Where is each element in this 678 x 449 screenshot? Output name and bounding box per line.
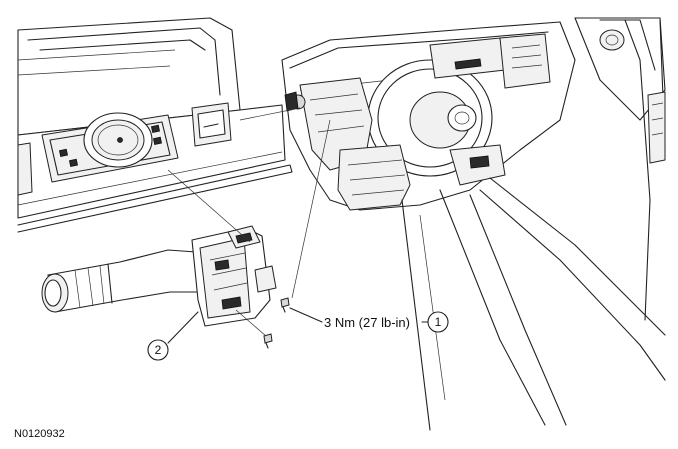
dash-button (191, 102, 232, 147)
callout-2: 2 (147, 311, 199, 361)
alignment-lines (167, 107, 331, 337)
instrument-panel (17, 17, 293, 233)
multifunction-switch (41, 225, 277, 327)
callout-1-circle (427, 311, 449, 333)
screw-lower (263, 333, 273, 349)
torque-spec-label: 3 Nm (27 lb-in) (324, 315, 410, 330)
callout-2-circle (147, 339, 169, 361)
headlamp-switch (41, 112, 179, 183)
figure-id: N0120932 (14, 428, 65, 440)
callout-1-number: 1 (435, 315, 442, 329)
screw-upper (280, 297, 290, 313)
right-trim (574, 17, 666, 321)
callout-2-number: 2 (155, 343, 162, 357)
steering-column-assembly (281, 21, 666, 431)
callout-1: 3 Nm (27 lb-in) 1 (289, 307, 449, 333)
